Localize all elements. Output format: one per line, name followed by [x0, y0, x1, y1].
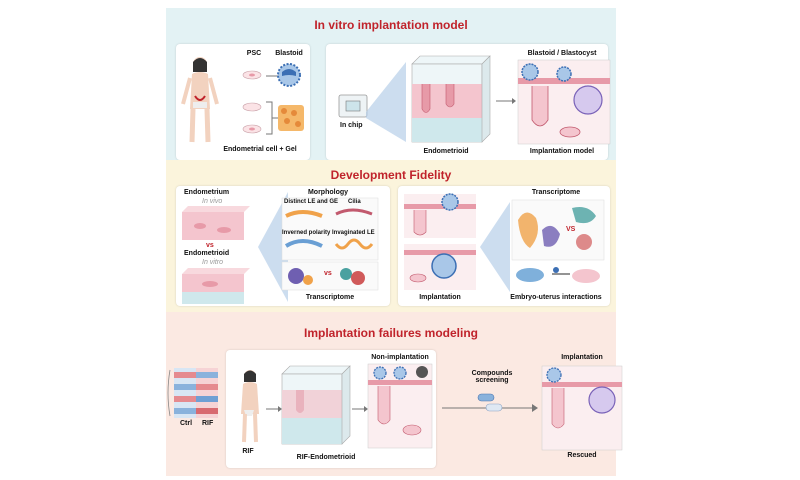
label-rif-person: RIF: [242, 448, 254, 455]
label-implantation-model: Implantation model: [529, 148, 595, 155]
label-endometrioid-1: Endometrioid: [423, 148, 469, 155]
label-implantation-2: Implantation: [419, 294, 461, 301]
non-implantation-illustration: [367, 363, 433, 449]
label-blastoid: Blastoid: [275, 50, 303, 57]
label-inverted-polarity: Inverned polarity: [282, 230, 331, 236]
rescued-implantation-illustration: [541, 365, 623, 451]
section-in-vitro-model: In vitro implantation model PSC Blastoid…: [166, 8, 616, 160]
label-transcriptome-right: Transcriptome: [531, 189, 581, 196]
label-transcriptome-left: Transcriptome: [305, 294, 355, 301]
label-vs-transcriptome: vs: [324, 270, 332, 277]
panel-rif-model: RIF Non-implantation RIF-Endometr: [226, 350, 436, 468]
label-endometrium: Endometrium: [184, 189, 230, 196]
label-rif-endometrioid: RIF-Endometrioid: [296, 454, 356, 461]
panel-morphology: Endometrium In vivo vs Endometrioid In v…: [176, 186, 390, 306]
tissue-block-in-vitro: [182, 268, 250, 304]
arrow-icon: [496, 98, 516, 104]
section-title-1: In vitro implantation model: [314, 18, 468, 32]
implantation-tissue-illustration: [404, 193, 476, 290]
zoom-wedge: [366, 62, 406, 142]
section-implantation-failures: Implantation failures modeling Ctrl RIF …: [166, 312, 623, 476]
label-psc: PSC: [246, 50, 262, 57]
label-distinct-le-ge: Distinct LE and GE: [284, 199, 339, 205]
zoom-wedge: [258, 192, 288, 302]
label-endometrioid-2: Endometrioid: [184, 250, 230, 257]
label-blastoid-blastocyst: Blastoid / Blastocyst: [527, 50, 597, 57]
chip-icon: [338, 94, 368, 118]
morphology-grid: [281, 197, 379, 261]
label-compounds-screening: Compounds screening: [471, 370, 513, 384]
label-ctrl: Ctrl: [180, 420, 193, 427]
implantation-model-illustration: [517, 59, 611, 145]
panel-implantation-fidelity: Implantation Transcriptome VS Embryo-ute…: [398, 186, 610, 306]
label-invaginated-le: Invaginated LE: [332, 230, 375, 236]
heatmap-icon: [167, 368, 218, 418]
label-endometrial-cell-gel: Endometrial cell + Gel: [223, 146, 297, 153]
dish-icon: [242, 124, 262, 134]
label-non-implantation: Non-implantation: [371, 354, 429, 361]
blastoid-icon: [277, 63, 301, 87]
panel-chip-model: In chip Endometrioid Blastoid / Blastocy…: [326, 44, 611, 160]
bracket-icon: [266, 101, 278, 135]
panel-cell-sources: PSC Blastoid Endometrial cell + Gel: [176, 44, 310, 160]
dish-icon: [242, 102, 262, 112]
label-embryo-uterus: Embryo-uterus interactions: [510, 294, 602, 301]
woman-figure-icon: [181, 57, 219, 143]
label-cilia: Cilia: [348, 199, 361, 205]
arrow-icon: [352, 406, 368, 412]
cell-gel-icon: [278, 105, 304, 131]
transcriptome-umap: [511, 199, 605, 261]
zoom-wedge: [480, 202, 510, 292]
label-vs-right: VS: [566, 226, 576, 233]
capsule-icon: [477, 393, 503, 412]
tissue-cube-icon: [281, 365, 351, 445]
label-rescued: Rescued: [567, 452, 597, 459]
label-rif-heatmap: RIF: [202, 420, 214, 427]
dish-icon: [242, 70, 262, 80]
label-vs: vs: [206, 242, 214, 249]
transcriptome-cells-left: [281, 261, 379, 291]
woman-figure-icon: [241, 370, 259, 443]
tissue-block-in-vivo: [182, 206, 250, 240]
label-in-vivo: In vivo: [202, 198, 223, 205]
label-in-chip: In chip: [340, 122, 363, 129]
section-title-3: Implantation failures modeling: [303, 326, 479, 340]
label-morphology: Morphology: [307, 189, 349, 196]
arrow-icon: [266, 406, 282, 412]
section-title-2: Development Fidelity: [330, 168, 452, 182]
tissue-cube-icon: [411, 55, 491, 143]
section-development-fidelity: Development Fidelity Endometrium In vivo…: [166, 160, 616, 312]
label-implantation-3: Implantation: [561, 354, 603, 361]
label-in-vitro: In vitro: [202, 259, 224, 266]
embryo-uterus-interaction-icon: [516, 267, 600, 283]
